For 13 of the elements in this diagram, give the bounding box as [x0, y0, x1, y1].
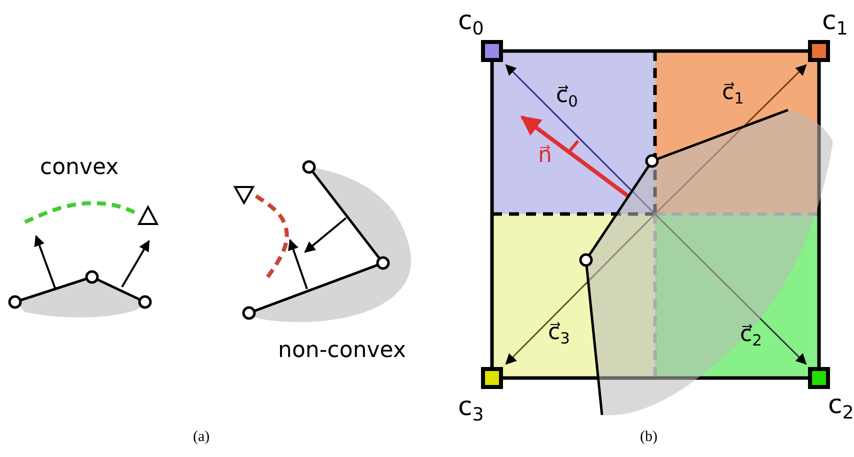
corner-label: c$_{1}$ — [822, 8, 848, 39]
panel-label: non-convex — [278, 340, 406, 362]
vector-label: n⃗ — [538, 145, 552, 167]
panel-label: convex — [40, 157, 119, 179]
corner-label: c$_{0}$ — [458, 8, 484, 39]
corner-label: c$_{3}$ — [458, 394, 484, 425]
vector-label: c⃗$_{0}$ — [556, 85, 578, 110]
vector-label: c⃗$_{1}$ — [722, 82, 744, 108]
subfigure-caption: (a) — [193, 430, 210, 445]
vector-label: c⃗$_{2}$ — [740, 324, 762, 350]
vector-label: c⃗$_{3}$ — [548, 322, 570, 348]
subfigure-caption: (b) — [640, 430, 658, 445]
corner-label: c$_{2}$ — [828, 392, 854, 423]
